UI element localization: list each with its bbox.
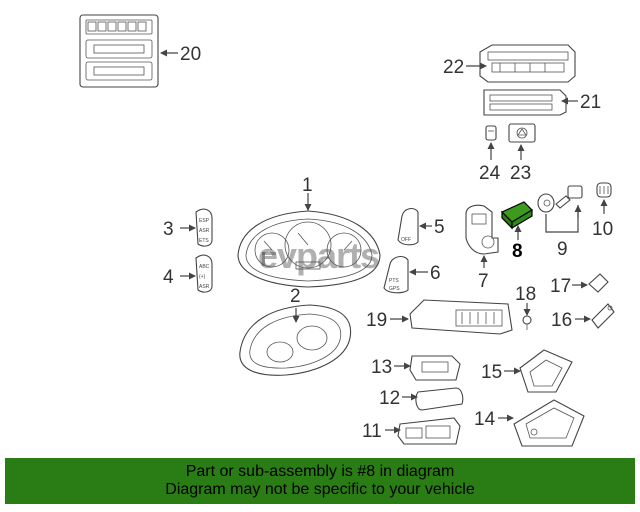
callout-5: 5 [434, 217, 445, 238]
part-2-cluster-housing[interactable] [239, 304, 352, 376]
part-12-cover[interactable] [415, 387, 464, 411]
callout-8: 8 [512, 241, 523, 262]
svg-text:ETS: ETS [199, 238, 209, 244]
part-22-panel[interactable] [479, 44, 576, 83]
part-17-bulb[interactable] [588, 273, 609, 293]
callout-19: 19 [366, 310, 387, 331]
callout-23: 23 [510, 163, 531, 184]
callout-15: 15 [481, 362, 502, 383]
notice-line-1: Part or sub-assembly is #8 in diagram [185, 463, 455, 480]
callout-11: 11 [362, 421, 382, 442]
watermark: evparts [258, 235, 380, 276]
part-1-instrument-cluster[interactable] [237, 210, 381, 288]
callout-6: 6 [430, 263, 441, 284]
callout-22: 22 [443, 57, 464, 78]
part-8-switch-highlighted[interactable] [500, 201, 533, 230]
parts-diagram: 20 22 21 24 23 [79, 14, 615, 447]
watermark-text: evparts [258, 235, 379, 276]
callout-14: 14 [474, 409, 496, 430]
callout-20: 20 [180, 44, 201, 65]
svg-text:PTS: PTS [389, 278, 399, 284]
part-13-bracket[interactable] [409, 355, 461, 381]
callout-24: 24 [479, 163, 501, 184]
part-21-panel[interactable] [483, 89, 567, 116]
part-15-storage-box[interactable] [519, 349, 573, 393]
svg-text:(+): (+) [199, 274, 206, 280]
part-5-switch-panel[interactable]: OFF [397, 207, 419, 246]
svg-text:GPS: GPS [389, 286, 400, 292]
svg-text:ESP: ESP [199, 218, 210, 224]
callout-16: 16 [551, 310, 572, 331]
callout-1: 1 [302, 175, 313, 196]
part-23-switch[interactable] [508, 123, 536, 143]
part-11-tray[interactable] [397, 417, 461, 445]
leader-9 [545, 205, 579, 233]
part-4-switch-panel[interactable]: ABC (+) ASR [195, 254, 213, 293]
callout-18: 18 [515, 284, 536, 305]
callout-9: 9 [557, 239, 568, 260]
notice-line-2: Diagram may not be specific to your vehi… [165, 481, 475, 498]
svg-text:ASR: ASR [199, 228, 210, 234]
svg-text:OFF: OFF [401, 237, 411, 243]
svg-text:ABC: ABC [199, 264, 210, 270]
callout-7: 7 [478, 271, 489, 292]
part-20-panel[interactable] [79, 14, 159, 88]
callout-12: 12 [379, 388, 400, 409]
callout-3: 3 [163, 219, 174, 240]
part-24-switch[interactable] [485, 125, 497, 141]
part-3-switch-panel[interactable]: ESP ASR ETS [195, 208, 213, 247]
callout-13: 13 [371, 357, 392, 378]
part-16-socket[interactable] [591, 303, 615, 329]
part-18-clip[interactable] [522, 315, 532, 330]
part-9-lock-and-key[interactable] [537, 185, 583, 213]
part-14-ashtray[interactable] [513, 399, 585, 447]
part-10-knob[interactable] [596, 182, 612, 198]
callout-21: 21 [580, 92, 601, 113]
callout-10: 10 [592, 219, 613, 240]
callout-4: 4 [163, 267, 174, 288]
callout-2: 2 [290, 286, 301, 307]
part-19-control-unit[interactable] [409, 299, 513, 335]
part-6-switch-panel[interactable]: PTS GPS [383, 255, 409, 294]
svg-text:ASR: ASR [199, 284, 210, 290]
notice-banner: Part or sub-assembly is #8 in diagram Di… [5, 458, 635, 504]
callout-17: 17 [550, 276, 571, 297]
part-7-switch-assembly[interactable] [465, 204, 499, 255]
